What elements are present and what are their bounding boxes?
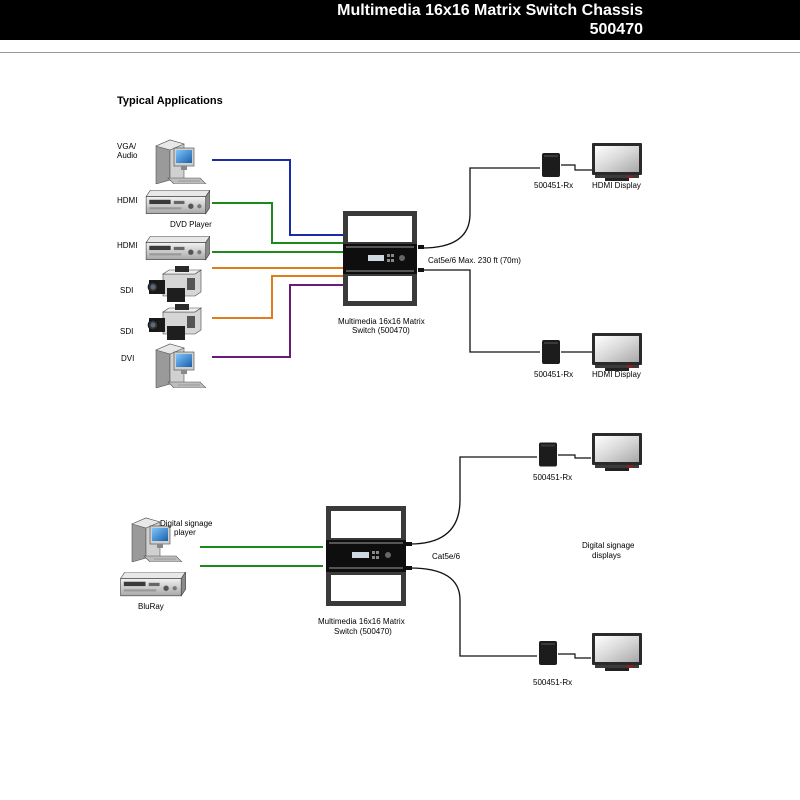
- cable-label: Cat5e/6: [432, 552, 461, 561]
- cat5-cable-2: [422, 269, 540, 353]
- camcorder-icon: [147, 266, 202, 303]
- header-bar: Multimedia 16x16 Matrix Switch Chassis 5…: [0, 0, 800, 40]
- hdmi-display-icon: [592, 143, 642, 181]
- dvd-player-icon: [145, 190, 210, 215]
- cat5-cable-1: [421, 167, 540, 249]
- switch-label: Multimedia 16x16 Matrix: [338, 317, 425, 326]
- displays-label: Digital signage: [582, 541, 635, 550]
- hdmi-display-icon: [592, 333, 642, 371]
- source-label-vga: VGA/: [117, 142, 137, 151]
- source-label: SDI: [120, 327, 133, 336]
- receiver-icon: [539, 442, 557, 467]
- source-label: Digital signage: [160, 519, 213, 528]
- part-number: 500470: [589, 21, 643, 38]
- computer-icon: [155, 139, 207, 184]
- source-label: HDMI: [117, 196, 137, 205]
- display-label: HDMI Display: [592, 370, 641, 379]
- cat5-cable-3: [409, 456, 537, 545]
- vga-cable: [212, 159, 343, 236]
- source-label: BluRay: [138, 602, 164, 611]
- dvd-player-caption: DVD Player: [170, 220, 212, 229]
- source-label: DVI: [121, 354, 134, 363]
- page-title: Multimedia 16x16 Matrix Switch Chassis: [337, 2, 643, 19]
- source-label: HDMI: [117, 241, 137, 250]
- receiver-icon: [539, 641, 557, 665]
- receiver-label: 500451-Rx: [534, 370, 573, 379]
- switch-label: Switch (500470): [352, 326, 410, 335]
- displays-label: displays: [592, 551, 621, 560]
- display-label: HDMI Display: [592, 181, 641, 190]
- camcorder-icon: [147, 304, 202, 341]
- receiver-icon: [542, 153, 560, 177]
- matrix-switch-chassis: [343, 211, 417, 306]
- sdi-cable-2: [212, 275, 343, 319]
- cable-label: Cat5e/6 Max. 230 ft (70m): [428, 256, 521, 265]
- source-label: player: [174, 528, 196, 537]
- receiver-icon: [542, 340, 560, 364]
- receiver-label: 500451-Rx: [534, 181, 573, 190]
- header-divider: [0, 52, 800, 53]
- dvd-player-icon: [145, 236, 210, 261]
- switch-label: Switch (500470): [334, 627, 392, 636]
- switch-label: Multimedia 16x16 Matrix: [318, 617, 405, 626]
- cat5-cable-4: [409, 567, 537, 657]
- computer-icon: [155, 343, 207, 388]
- receiver-label: 500451-Rx: [533, 678, 572, 687]
- dvi-cable: [212, 284, 343, 358]
- hdmi-cable-1: [212, 202, 343, 244]
- matrix-switch-chassis: [326, 506, 406, 606]
- section-title: Typical Applications: [117, 95, 223, 107]
- digital-signage-display-icon: [592, 633, 642, 671]
- source-label-audio: Audio: [117, 151, 138, 160]
- bluray-player-icon: [120, 572, 186, 597]
- digital-signage-display-icon: [592, 433, 642, 471]
- receiver-label: 500451-Rx: [533, 473, 572, 482]
- source-label: SDI: [120, 286, 133, 295]
